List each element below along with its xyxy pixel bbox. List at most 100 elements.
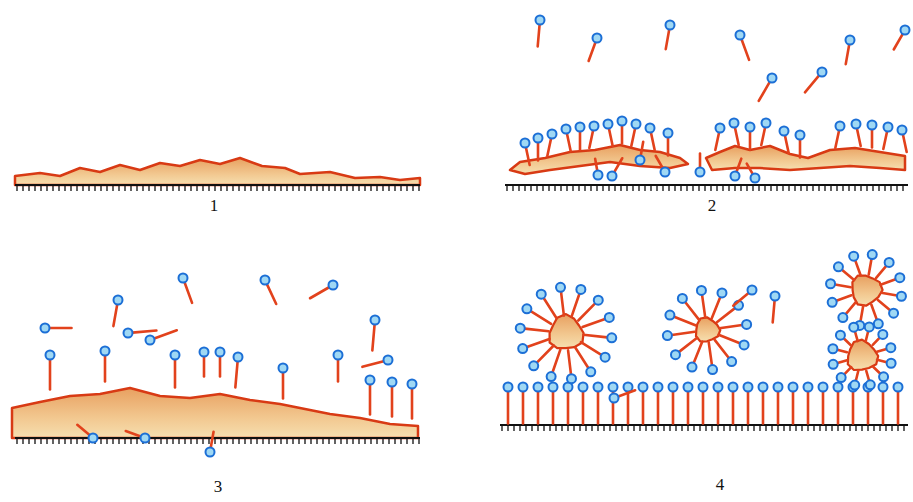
surfactant-head	[547, 372, 556, 381]
surfactant-tail	[672, 392, 675, 424]
surfactant-tail	[50, 327, 72, 330]
surfactant-head	[736, 31, 745, 40]
surfactant-tail	[583, 335, 607, 338]
surfactant-head	[529, 361, 538, 370]
surfactant-head	[780, 127, 789, 136]
surfactant-tail	[857, 128, 861, 146]
surfactant-head	[895, 273, 904, 282]
surfactant-head	[789, 383, 798, 392]
surfactant-head	[646, 124, 655, 133]
surfactant-head	[516, 324, 525, 333]
surfactant-head	[740, 340, 749, 349]
surfactant-tail	[113, 304, 117, 326]
surfactant-head	[663, 331, 672, 340]
surfactant-head	[567, 374, 576, 383]
surfactant-tail	[699, 154, 702, 168]
surfactant-tail	[702, 392, 705, 424]
surfactant-head	[601, 353, 610, 362]
surfactant-tail	[694, 342, 703, 363]
surfactant-tail	[579, 132, 582, 150]
surfactant-head	[829, 360, 838, 369]
ground-hatching	[17, 185, 419, 191]
surfactant-head	[678, 294, 687, 303]
surfactant-tail	[552, 392, 555, 424]
surfactant-tail	[547, 138, 551, 156]
surfactant-head	[774, 383, 783, 392]
panel-number: 2	[708, 197, 717, 214]
surfactant-head	[556, 283, 565, 292]
surfactant-head	[887, 359, 896, 368]
surfactant-head	[729, 383, 738, 392]
surfactant-tail	[837, 392, 840, 424]
surfactant-tail	[310, 287, 329, 298]
surfactant-head	[898, 126, 907, 135]
surfactant-head	[828, 298, 837, 307]
surfactant-tail	[522, 392, 525, 424]
surfactant-tail	[881, 279, 896, 284]
surfactant-tail	[871, 305, 876, 320]
surfactant-tail	[553, 350, 561, 373]
surfactant-head	[818, 68, 827, 77]
surfactant-head	[666, 21, 675, 30]
surfactant-head	[586, 367, 595, 376]
surfactant-tail	[372, 324, 374, 350]
surfactant-head	[897, 292, 906, 301]
surfactant-head	[699, 383, 708, 392]
surfactant-tail	[785, 135, 789, 153]
surfactant-tail	[235, 361, 237, 387]
surfactant-head	[537, 290, 546, 299]
surfactant-head	[141, 434, 150, 443]
surfactant-tail	[877, 360, 887, 362]
surfactant-head	[548, 130, 557, 139]
surfactant-tail	[873, 367, 880, 374]
surfactant-head	[101, 347, 110, 356]
surfactant-head	[618, 117, 627, 126]
surfactant-tail	[527, 339, 550, 347]
surfactant-tail	[792, 392, 795, 424]
surfactant-tail	[719, 325, 742, 328]
surfactant-head	[388, 378, 397, 387]
surfactant-tail	[805, 75, 819, 92]
surfactant-tail	[666, 29, 669, 49]
surfactant-tail	[881, 293, 897, 296]
surfactant-tail	[369, 385, 372, 415]
surfactant-head	[828, 344, 837, 353]
surfactant-tail	[687, 392, 690, 424]
surfactant-head	[865, 322, 874, 331]
surfactant-head	[607, 333, 616, 342]
surfactant-head	[901, 26, 910, 35]
surfactant-tail	[651, 132, 655, 150]
surfactant-head	[874, 319, 883, 328]
surfactant-head	[669, 383, 678, 392]
surfactant-tail	[773, 300, 775, 322]
panel-number: 1	[210, 197, 219, 214]
surfactant-tail	[844, 338, 851, 345]
surfactant-head	[576, 123, 585, 132]
surfactant-head	[519, 383, 528, 392]
surfactant-tail	[609, 128, 613, 146]
surfactant-head	[837, 373, 846, 382]
surfactant-head	[868, 250, 877, 259]
surfactant-tail	[715, 340, 729, 358]
surfactant-head	[605, 313, 614, 322]
ground-hatching	[507, 185, 903, 191]
surfactant-head	[846, 36, 855, 45]
surfactant-tail	[856, 371, 858, 381]
surfactant-tail	[589, 130, 593, 148]
surfactant-head	[261, 276, 270, 285]
surfactant-tail	[712, 297, 721, 318]
surfactant-head	[664, 129, 673, 138]
surfactant-head	[146, 336, 155, 345]
surfactant-tail	[572, 294, 580, 317]
surfactant-head	[200, 348, 209, 357]
surfactant-head	[654, 383, 663, 392]
surfactant-tail	[538, 24, 540, 46]
surfactant-head	[868, 121, 877, 130]
surfactant-tail	[154, 330, 177, 338]
surfactant-tail	[411, 389, 414, 419]
surfactant-head	[46, 351, 55, 360]
surfactant-head	[549, 383, 558, 392]
surfactant-tail	[621, 126, 624, 144]
surfactant-head	[849, 252, 858, 261]
